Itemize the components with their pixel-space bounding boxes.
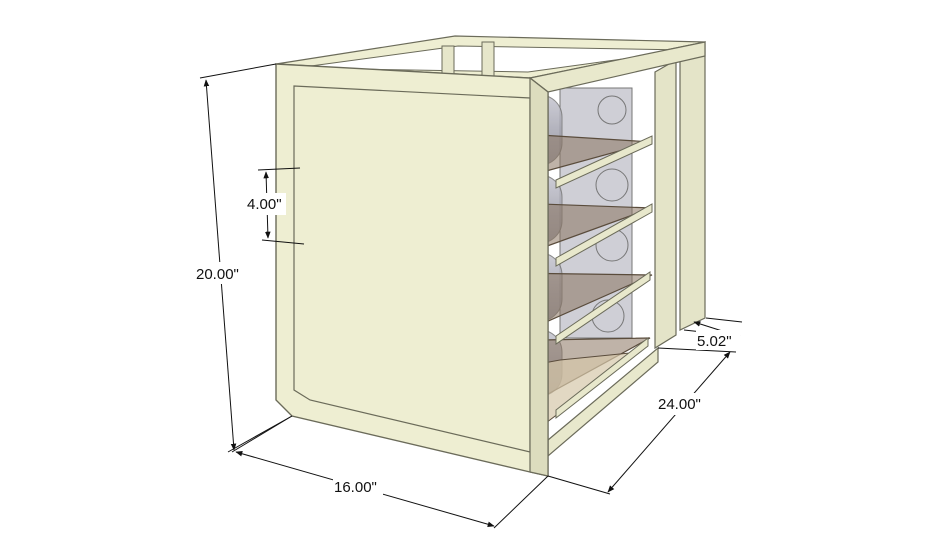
rear-offset-label: 5.02"	[697, 333, 732, 350]
front-right-post	[529, 76, 549, 477]
label-bg	[246, 193, 286, 215]
spacing-extension-bottom	[261, 239, 305, 245]
depth-extension-front	[547, 475, 611, 495]
back-right-post-inner	[654, 58, 677, 350]
depth-dimension-label: 24.00"	[658, 396, 701, 413]
height-extension-top	[199, 63, 277, 79]
shelf-spacing-label: 4.00"	[247, 196, 282, 213]
fan-icon	[597, 95, 627, 125]
width-extension-left	[231, 415, 293, 453]
rail	[555, 203, 653, 267]
spacing-extension-top	[257, 167, 301, 171]
rail	[555, 271, 651, 345]
offset-extension-b	[705, 317, 743, 323]
fan-icon	[595, 168, 629, 202]
label-bg	[696, 330, 740, 350]
rail	[555, 135, 653, 189]
label-bg	[657, 393, 709, 415]
label-bg	[333, 476, 383, 498]
height-dimension-label: 20.00"	[196, 266, 239, 283]
label-bg	[194, 262, 246, 284]
front-frame-opening	[293, 85, 531, 453]
depth-dimension-line	[607, 351, 731, 493]
width-extension-right	[493, 475, 549, 529]
width-dimension-label: 16.00"	[334, 479, 377, 496]
back-right-post-outer	[679, 40, 706, 331]
front-frame	[275, 63, 549, 477]
